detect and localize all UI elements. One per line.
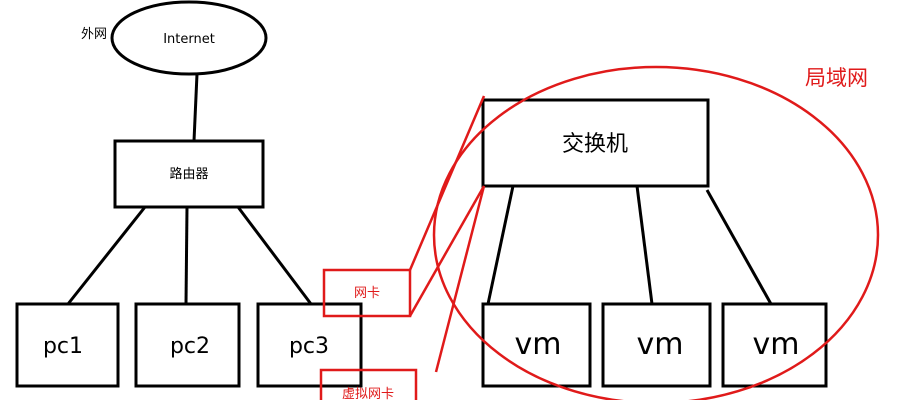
pc3-box: [256, 302, 363, 388]
internet-label: Internet: [163, 32, 215, 47]
switch-label: 交换机: [562, 132, 628, 157]
vm3-box: [721, 302, 828, 388]
router-label: 路由器: [169, 166, 208, 182]
router-box: [113, 139, 265, 209]
link-switch-vm3: [705, 189, 773, 305]
virtual-nic-link: [434, 185, 486, 373]
virtual-nic-box: [319, 368, 418, 400]
link-internet-router: [192, 73, 199, 142]
red-annotations: [319, 65, 880, 400]
vm1-label: vm: [515, 327, 562, 362]
link-router-pc2: [184, 206, 189, 305]
link-switch-vm1: [486, 185, 515, 305]
link-switch-vm2: [635, 185, 654, 305]
virtual-nic-label: 虚拟网卡: [342, 387, 394, 400]
vm2-box: [601, 302, 712, 388]
switch-box: [481, 98, 710, 188]
lan-circle: [432, 65, 880, 400]
vm1-box: [481, 302, 592, 388]
internet-cloud: [110, 0, 268, 76]
link-router-pc3: [236, 206, 313, 305]
lan-label: 局域网: [805, 66, 868, 90]
vm2-label: vm: [637, 327, 684, 362]
pc2-box: [134, 302, 241, 388]
nic-link-upper: [408, 95, 486, 271]
nic-box: [322, 268, 412, 318]
connection-lines: [66, 73, 773, 305]
pc1-box: [15, 302, 120, 388]
nic-label: 网卡: [354, 286, 380, 301]
pc1-label: pc1: [43, 334, 83, 359]
pc3-label: pc3: [289, 334, 329, 359]
link-router-pc1: [66, 206, 147, 305]
nic-link-lower: [408, 185, 486, 317]
outer-net-label: 外网: [81, 27, 107, 42]
vm3-label: vm: [753, 327, 800, 362]
pc2-label: pc2: [170, 334, 210, 359]
